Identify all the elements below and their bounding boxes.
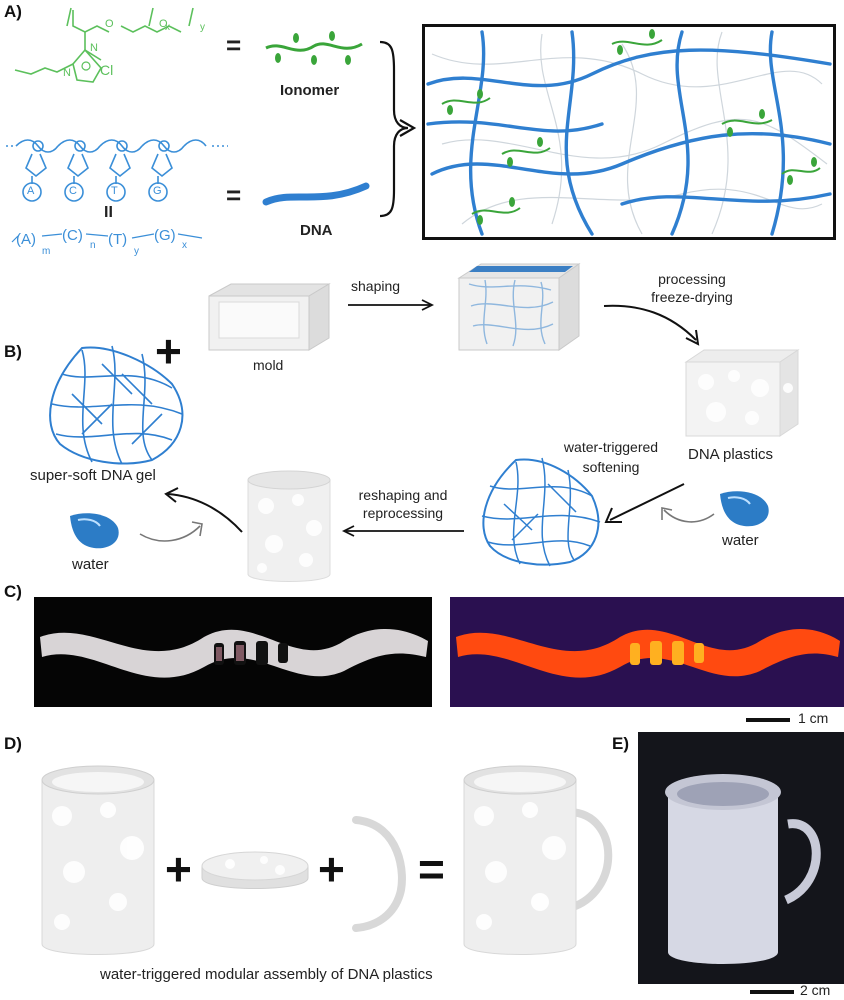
chloride-label: Cl: [100, 62, 114, 78]
cup-handle-module: [352, 816, 406, 932]
dna-plastic-mug-photo: [638, 732, 844, 984]
curved-arrow-icon: [603, 304, 700, 346]
softening-label: softening: [582, 459, 640, 475]
base-c: C: [69, 185, 77, 197]
formula-parallel: II: [104, 204, 113, 221]
dna-plastic-block: [684, 349, 800, 437]
base-a: A: [27, 185, 35, 197]
reshaping-label: reshaping and: [358, 487, 448, 503]
svg-text:O: O: [105, 18, 114, 30]
panel-e-label: E): [612, 734, 629, 753]
dna-gel-network: [49, 345, 184, 465]
arrow-left-icon: [341, 525, 464, 537]
arrow-right-icon: [348, 299, 435, 311]
ionomer-label: Ionomer: [280, 82, 340, 99]
svg-text:N: N: [63, 67, 71, 79]
equals-dna: =: [226, 180, 242, 210]
base-g: G: [153, 185, 162, 197]
assembled-mug: [463, 765, 613, 955]
panel-d-caption: water-triggered modular assembly of DNA …: [100, 966, 433, 983]
shaping-label: shaping: [351, 278, 401, 294]
panel-a-label: A): [4, 2, 22, 21]
svg-text:(A): (A): [16, 231, 36, 248]
subscript-x: x: [165, 22, 170, 33]
dna-composition-formula: (A) (C) (T) (G): [11, 227, 203, 248]
dna-plastic-cylinder: [247, 470, 331, 582]
processing-label: processing: [658, 271, 726, 287]
dna-strand-icon: [262, 182, 370, 206]
ionomer-icon: [265, 31, 363, 65]
dna-label: DNA: [300, 222, 333, 239]
curved-arrow-up-left: [164, 487, 243, 533]
curved-arrow-water-right: [661, 507, 715, 523]
base-t: T: [111, 185, 118, 197]
scale-bar-1cm: [746, 718, 790, 722]
curly-brace-arrow: [379, 40, 417, 218]
dna-gel-label: super-soft DNA gel: [30, 467, 156, 484]
svg-text:N: N: [90, 42, 98, 54]
dna-structure: [6, 139, 228, 202]
mold-label: mold: [253, 357, 284, 373]
panel-d-label: D): [4, 734, 22, 753]
equals-ionomer: =: [226, 30, 242, 60]
dna-plastic-helix-photo: [34, 597, 432, 707]
cup-body-module: [41, 765, 155, 955]
water-label-left: water: [72, 556, 109, 573]
reprocessing-label: reprocessing: [362, 505, 444, 521]
equals-sign: =: [418, 843, 445, 895]
subscript-y: y: [200, 22, 205, 33]
water-drop-icon-right: [720, 491, 769, 527]
plus-sign: +: [155, 325, 182, 377]
freeze-drying-label: freeze-drying: [651, 289, 733, 305]
curved-arrow-water-left: [139, 521, 203, 542]
svg-text:(C): (C): [62, 227, 83, 244]
dna-plastics-label: DNA plastics: [688, 446, 774, 463]
cup-base-module: [201, 851, 309, 889]
subscript-y-dna: y: [134, 246, 139, 257]
svg-text:(G): (G): [154, 227, 176, 244]
panel-c-label: C): [4, 582, 22, 601]
mold-with-gel-icon: [457, 263, 581, 351]
svg-text:O: O: [159, 18, 168, 30]
water-triggered-label: water-triggered: [563, 439, 659, 455]
water-drop-icon-left: [70, 513, 119, 549]
dna-ionomer-network: [422, 24, 836, 240]
scale-label-2cm: 2 cm: [800, 982, 831, 998]
scale-label-1cm: 1 cm: [798, 710, 829, 726]
subscript-x-dna: x: [182, 240, 187, 251]
arrow-left-down-icon: [604, 483, 685, 523]
water-label-right: water: [722, 532, 759, 549]
dna-plastic-fluorescent-photo: [450, 597, 844, 707]
dna-gel-network-right: [481, 457, 601, 567]
plus-sign-2: +: [318, 843, 345, 895]
svg-text:(T): (T): [108, 231, 127, 248]
ionomer-structure: O O N N: [14, 7, 194, 83]
plus-sign-1: +: [165, 843, 192, 895]
mold-icon: [208, 283, 331, 351]
subscript-n: n: [90, 240, 96, 251]
panel-b-label: B): [4, 342, 22, 361]
subscript-m: m: [42, 246, 51, 257]
scale-bar-2cm: [750, 990, 794, 994]
